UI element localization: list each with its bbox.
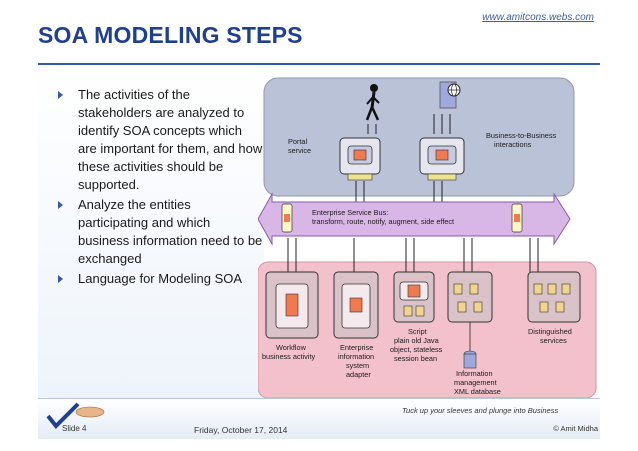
globe-document-icon: [439, 81, 461, 109]
info-label-line3: XML database: [454, 387, 501, 396]
enterprise-service-bus: [258, 192, 571, 246]
portal-service-component: [339, 137, 381, 181]
script-label-line2: plain old Java: [394, 336, 440, 345]
user-person-icon: [365, 84, 380, 121]
script-label-line1: Script: [408, 327, 427, 336]
workflow-component: [265, 271, 319, 339]
footer-date: Friday, October 17, 2014: [194, 425, 288, 435]
soa-architecture-diagram: Portal service Business-to-Business inte…: [258, 77, 597, 398]
info-label-line1: Information: [456, 369, 493, 378]
footer-bar: [38, 398, 600, 439]
workflow-label-line2: business activity: [262, 352, 315, 361]
dist-label-line1: Distinguished: [528, 327, 572, 336]
esb-label-line2: transform, route, notify, augment, side …: [312, 217, 454, 226]
bullet-arrow-icon: [58, 275, 63, 283]
esb-label-line1: Enterprise Service Bus:: [312, 208, 388, 217]
bullet-arrow-icon: [58, 201, 63, 209]
enterprise-adapter-component: [333, 271, 379, 339]
website-url[interactable]: www.amitcons.webs.com: [482, 12, 594, 23]
script-label-line4: session bean: [394, 354, 437, 363]
b2b-label-line1: Business-to-Business: [486, 131, 557, 140]
distinguished-services-component: [527, 271, 581, 323]
dist-label-line2: services: [540, 336, 567, 345]
footer-tagline: Tuck up your sleeves and plunge into Bus…: [402, 406, 559, 415]
b2b-component: [419, 137, 465, 181]
portal-label-line1: Portal: [288, 137, 307, 146]
slide-title: SOA MODELING STEPS: [38, 22, 303, 48]
connector-arrows: [287, 114, 539, 272]
information-management-component: [447, 271, 493, 369]
footer-copyright: © Amit Midha: [553, 424, 598, 433]
b2b-label-line2: interactions: [494, 140, 532, 149]
slide-number: Slide 4: [62, 424, 87, 433]
script-component: [393, 271, 435, 323]
portal-label-line2: service: [288, 146, 311, 155]
checkmark-handshake-logo: [46, 402, 105, 429]
enterprise-label-line1: Enterprise: [340, 343, 373, 352]
bullet-item: Analyze the entities participating and w…: [58, 196, 263, 268]
bullet-item: Language for Modeling SOA: [58, 270, 263, 288]
info-label-line2: management: [454, 378, 497, 387]
enterprise-label-line3: system: [346, 361, 369, 370]
bullet-list: The activities of the stakeholders are a…: [58, 86, 263, 290]
bullet-item: The activities of the stakeholders are a…: [58, 86, 263, 194]
enterprise-label-line4: adapter: [346, 370, 371, 379]
workflow-label-line1: Workflow: [276, 343, 307, 352]
script-label-line3: object, stateless: [390, 345, 443, 354]
title-divider: [38, 63, 600, 65]
content-panel: [38, 66, 264, 398]
bullet-arrow-icon: [58, 91, 63, 99]
enterprise-label-line2: information: [338, 352, 374, 361]
